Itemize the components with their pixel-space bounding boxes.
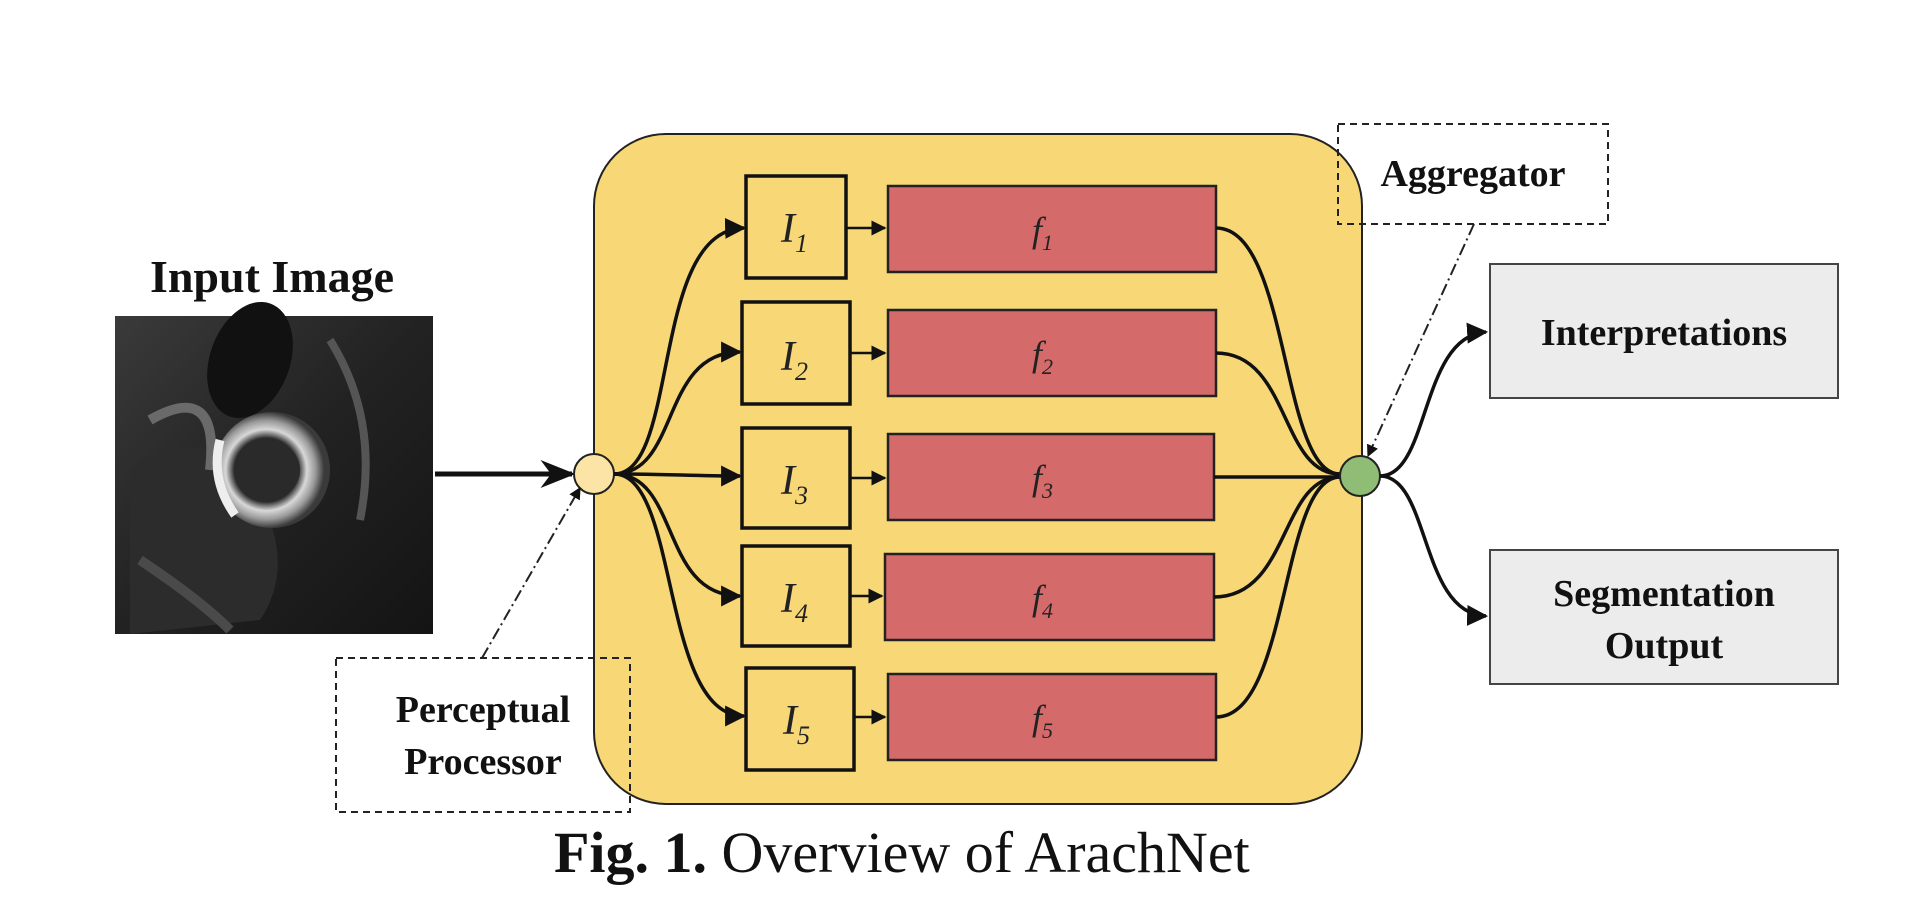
aggregator-node: [1339, 455, 1381, 497]
aggregator-label: Aggregator: [1380, 153, 1565, 195]
interpretation-boxes: [740, 174, 856, 772]
segmentation-output-box: [1489, 549, 1839, 685]
input-mri-image: [115, 301, 433, 634]
interpretations-box: [1489, 263, 1839, 399]
interp-4-label: I4: [780, 576, 808, 628]
interpretations-label: Interpretations: [1541, 312, 1787, 354]
interp-to-model-arrows: [846, 220, 887, 725]
interp-1-label: I1: [780, 206, 808, 258]
segmentation-label-line2: Output: [1605, 625, 1724, 667]
figure-caption: Fig. 1. Overview of ArachNet: [554, 820, 1250, 885]
model-boxes: [883, 184, 1218, 762]
segmentation-label-line1: Segmentation: [1553, 573, 1775, 615]
fanout-curves: [613, 217, 747, 727]
figure-caption-text: Overview of ArachNet: [707, 820, 1250, 885]
interp-3-label: I3: [780, 458, 808, 510]
figure-caption-prefix: Fig. 1.: [554, 820, 707, 885]
perceptual-label-line2: Processor: [404, 741, 562, 783]
perceptual-pointer: [481, 486, 581, 659]
interp-2-label: I2: [780, 334, 808, 386]
output-curves: [1379, 322, 1489, 626]
fanin-curves: [1213, 226, 1341, 719]
perceptual-label-line1: Perceptual: [396, 689, 570, 731]
aggregator-pointer: [1367, 223, 1475, 458]
input-image-title: Input Image: [150, 251, 394, 302]
interpretation-labels: I1 I2 I3 I4 I5: [780, 206, 810, 750]
interp-5-label: I5: [782, 698, 810, 750]
perceptual-callout-box: [335, 657, 631, 813]
